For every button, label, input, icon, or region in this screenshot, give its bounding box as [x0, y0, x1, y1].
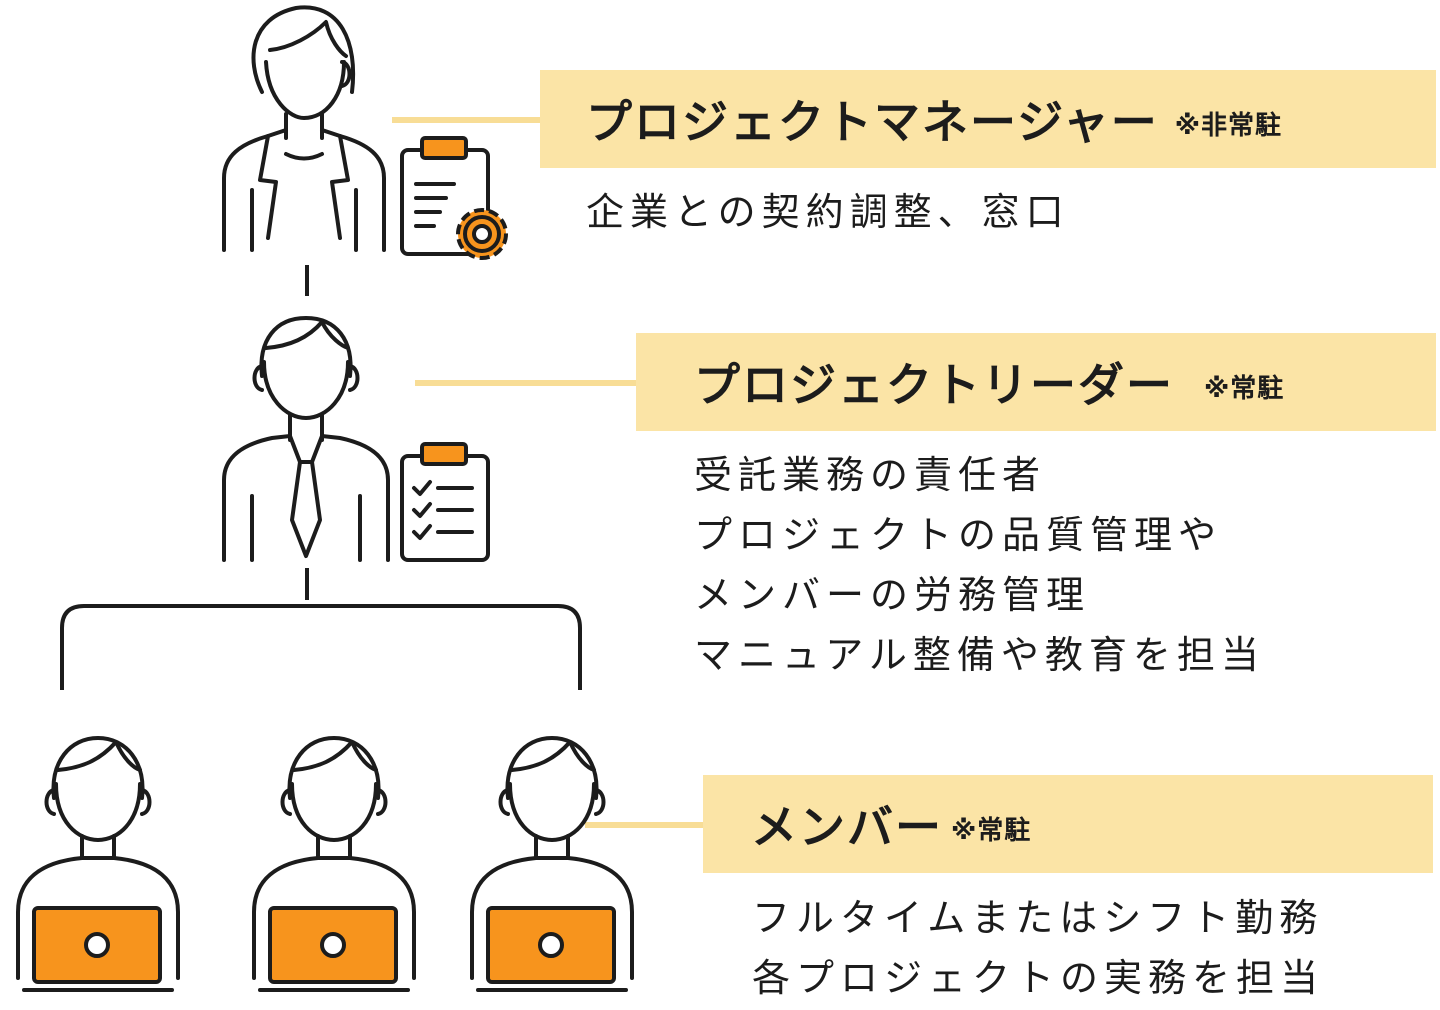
description-line: 受託業務の責任者: [694, 453, 1047, 497]
description-line: 企業との契約調整、窓口: [586, 190, 1070, 234]
description-line: マニュアル整備や教育を担当: [694, 633, 1265, 677]
member-note: ※常駐: [951, 815, 1032, 846]
manager-person-icon: [222, 5, 386, 252]
description-line: 各プロジェクトの実務を担当: [752, 956, 1325, 1000]
member-description: フルタイムまたはシフト勤務 各プロジェクトの実務を担当: [752, 888, 1324, 1008]
member-laptop-icon: [16, 736, 180, 992]
description-line: プロジェクトの品質管理や: [694, 513, 1223, 557]
member-title: メンバー: [751, 800, 943, 854]
checklist-clipboard-icon: [400, 442, 490, 562]
member-label: メンバー ※常駐: [703, 775, 1433, 873]
settings-clipboard-icon: [400, 136, 508, 260]
manager-title: プロジェクトマネージャー: [586, 95, 1159, 149]
description-line: フルタイムまたはシフト勤務: [752, 896, 1324, 940]
leader-person-icon: [222, 316, 390, 562]
member-laptop-icon: [252, 736, 416, 992]
manager-description: 企業との契約調整、窓口: [586, 182, 1070, 242]
manager-note: ※非常駐: [1174, 110, 1283, 141]
member-branch-bracket: [60, 604, 582, 690]
leader-description: 受託業務の責任者 プロジェクトの品質管理や メンバーの労務管理 マニュアル整備や…: [694, 445, 1265, 685]
leader-label: プロジェクトリーダー ※常駐: [636, 333, 1436, 431]
leader-title: プロジェクトリーダー: [694, 358, 1174, 412]
member-laptop-icon: [470, 736, 634, 992]
description-line: メンバーの労務管理: [694, 573, 1091, 617]
manager-label: プロジェクトマネージャー ※非常駐: [540, 70, 1436, 168]
leader-note: ※常駐: [1204, 373, 1285, 404]
